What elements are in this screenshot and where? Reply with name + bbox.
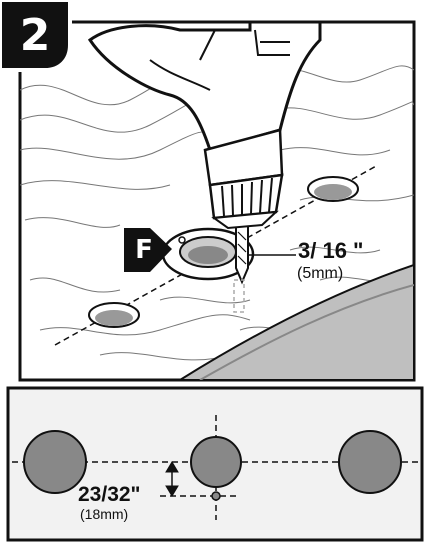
hole-center — [190, 436, 242, 488]
face-marker-label: F — [135, 235, 153, 265]
pilot-hole — [211, 491, 221, 501]
drill-bit-size-label: 3/ 16 " — [298, 238, 364, 263]
washer-icon — [161, 227, 255, 281]
hole-upper-right — [307, 176, 359, 202]
step-number: 2 — [19, 9, 51, 61]
arrow-marker-icon — [124, 228, 172, 272]
drill-icon — [87, 22, 322, 230]
hole-lower-left — [88, 302, 140, 328]
hole-left — [23, 430, 87, 494]
step-badge — [0, 0, 72, 72]
offset-metric-label: (18mm) — [80, 506, 129, 522]
drill-bit-metric-label: (5mm) — [297, 265, 344, 282]
board-edge — [178, 263, 414, 380]
offset-size-label: 23/32" — [78, 483, 141, 506]
offset-dimension-arrow — [165, 461, 179, 497]
hole-right — [338, 430, 402, 494]
